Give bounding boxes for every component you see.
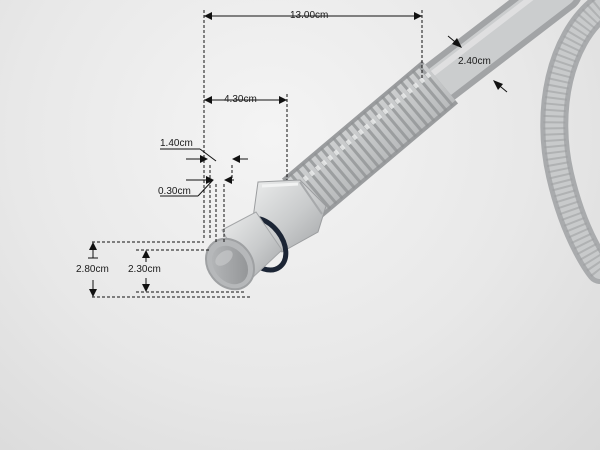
corrugated-section <box>281 60 459 222</box>
gap-a-label: 1.40cm <box>160 138 193 149</box>
overall-length-label: 13.00cm <box>290 10 329 21</box>
hose-diameter-label: 2.40cm <box>458 56 491 67</box>
outer-diameter-label: 2.80cm <box>76 264 109 275</box>
connector-length-label: 4.30cm <box>224 94 257 105</box>
dimension-lines <box>88 10 508 298</box>
hose-body <box>417 0 581 105</box>
hose-coil <box>540 0 600 284</box>
gap-b-label: 0.30cm <box>158 186 191 197</box>
inner-diameter-label: 2.30cm <box>128 264 161 275</box>
hose-tip <box>204 211 283 291</box>
